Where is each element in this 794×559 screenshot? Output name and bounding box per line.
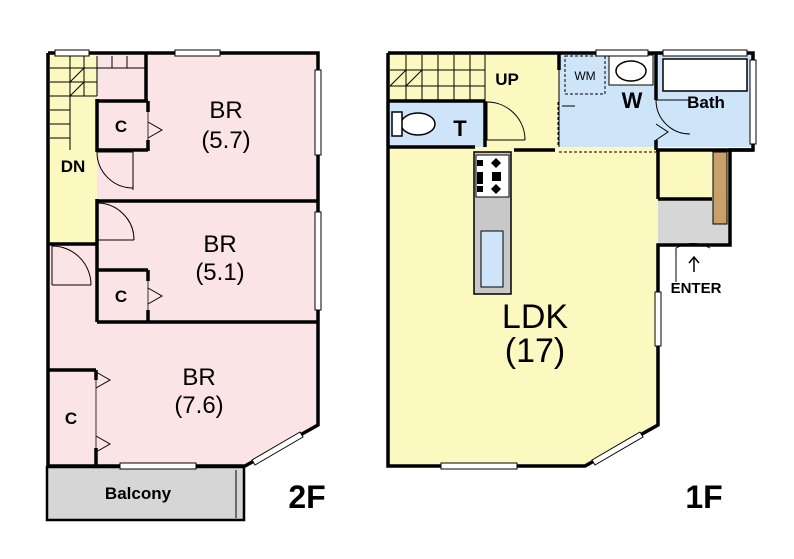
shoe-cabinet — [712, 151, 728, 225]
bedroom-middle-name: BR — [203, 231, 236, 258]
closet-bottom-label: C — [65, 409, 77, 428]
kitchen-sink — [480, 230, 504, 288]
washing-machine-label: WM — [574, 69, 595, 83]
bathtub-icon — [662, 58, 748, 92]
ldk-fill — [388, 147, 658, 466]
stove-burners-icon — [477, 158, 501, 194]
ldk-size: (17) — [505, 332, 565, 370]
closet-middle-fill — [97, 270, 148, 322]
floor-1-plan: LDK (17) UP T W WM Bath ENTER 1F — [386, 49, 757, 515]
floor-1-label: 1F — [685, 479, 722, 515]
stair-hall-2f-fill — [48, 53, 97, 244]
washing-machine-icon — [564, 55, 606, 95]
floor-2-label: 2F — [288, 479, 325, 515]
closet-top-fill — [97, 101, 148, 151]
bedroom-middle-size: (5.1) — [195, 259, 244, 286]
windows-2f — [54, 49, 322, 470]
closet-bottom-fill — [48, 370, 96, 466]
ldk-name: LDK — [502, 298, 568, 336]
closet-top-label: C — [115, 117, 127, 136]
bedroom-bottom-name: BR — [182, 364, 215, 391]
floor-2-plan: BR (5.7) BR (5.1) BR (7.6) C C C DN Balc… — [45, 49, 326, 522]
closet-middle-label: C — [115, 287, 127, 306]
toilet-label: T — [453, 116, 467, 141]
wash-basin-icon — [615, 60, 647, 82]
toilet-bowl-icon — [400, 112, 436, 136]
stair-down-label: DN — [61, 157, 86, 176]
bedroom-bottom-fill — [48, 244, 318, 466]
bedroom-top-size: (5.7) — [201, 127, 250, 154]
entrance-arrow-icon — [688, 255, 700, 272]
windows-1f — [440, 49, 757, 470]
bedroom-top-name: BR — [209, 97, 242, 124]
stair-up-label: UP — [495, 70, 519, 89]
bath-label: Bath — [687, 93, 725, 112]
entrance-label: ENTER — [671, 280, 722, 297]
bedroom-bottom-size: (7.6) — [174, 392, 223, 419]
balcony-fill — [48, 467, 244, 520]
doors-2f — [51, 112, 164, 453]
washroom-label: W — [622, 88, 643, 113]
stair-treads-1f — [389, 55, 486, 101]
toilet-tank-icon — [391, 111, 403, 137]
doors-1f — [486, 99, 711, 282]
balcony-label: Balcony — [105, 484, 172, 503]
stair-treads-2f — [50, 56, 146, 150]
